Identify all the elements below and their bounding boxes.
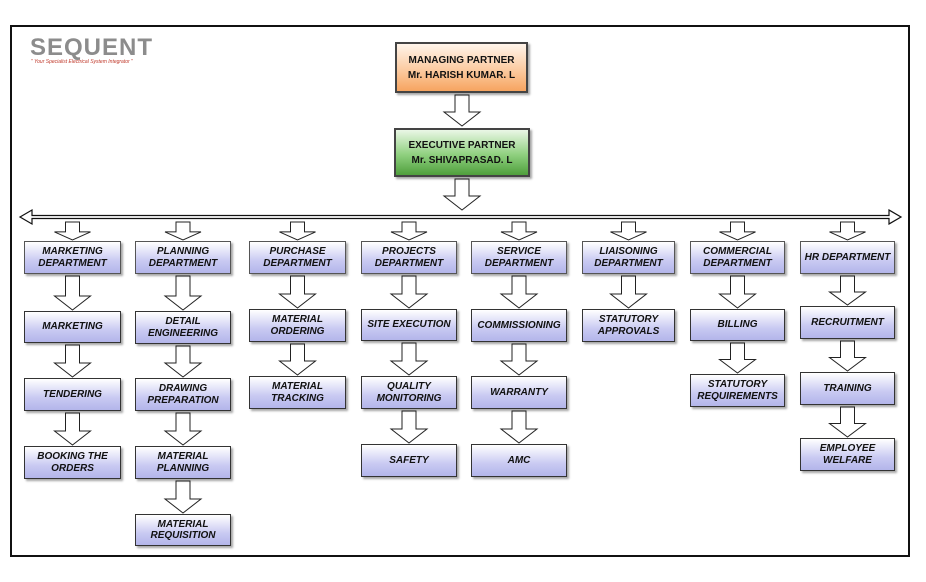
function-box: BILLING <box>690 309 785 341</box>
function-box: EMPLOYEE WELFARE <box>800 438 895 471</box>
department-box: PLANNING DEPARTMENT <box>135 241 231 274</box>
department-box: PURCHASE DEPARTMENT <box>249 241 346 274</box>
managing-partner-title: MANAGING PARTNER <box>408 54 515 66</box>
department-box: PROJECTS DEPARTMENT <box>361 241 457 274</box>
arrow-bar-to-dept-3 <box>390 221 428 241</box>
department-box: COMMERCIAL DEPARTMENT <box>690 241 785 274</box>
arrow-dept-4-item-2 <box>499 410 539 444</box>
function-box: SAFETY <box>361 444 457 477</box>
function-box: RECRUITMENT <box>800 306 895 339</box>
company-logo: SEQUENT <box>30 34 154 61</box>
arrow-dept-1-item-0 <box>163 275 203 311</box>
function-box: MATERIAL REQUISITION <box>135 514 231 546</box>
arrow-dept-4-item-1 <box>499 343 539 376</box>
arrow-bar-to-dept-4 <box>500 221 538 241</box>
department-box: LIAISONING DEPARTMENT <box>582 241 675 274</box>
arrow-dept-1-item-1 <box>163 345 203 378</box>
arrow-bar-to-dept-6 <box>719 221 756 241</box>
arrow-mp-to-ep <box>442 94 482 127</box>
arrow-dept-7-item-2 <box>828 406 867 438</box>
arrow-bar-to-dept-1 <box>164 221 202 241</box>
arrow-bar-to-dept-5 <box>610 221 647 241</box>
arrow-dept-7-item-1 <box>828 340 867 372</box>
function-box: MARKETING <box>24 311 121 343</box>
function-box: MATERIAL ORDERING <box>249 309 346 342</box>
arrow-dept-2-item-1 <box>278 343 317 376</box>
function-box: BOOKING THE ORDERS <box>24 446 121 479</box>
function-box: COMMISSIONING <box>471 309 567 342</box>
arrow-bar-to-dept-7 <box>829 221 866 241</box>
arrow-dept-0-item-1 <box>53 344 92 378</box>
function-box: QUALITY MONITORING <box>361 376 457 409</box>
diagram-frame <box>10 25 910 557</box>
managing-partner-name: Mr. HARISH KUMAR. L <box>407 69 516 81</box>
executive-partner-title: EXECUTIVE PARTNER <box>408 139 516 151</box>
department-box: HR DEPARTMENT <box>800 241 895 274</box>
function-box: WARRANTY <box>471 376 567 409</box>
arrow-dept-3-item-1 <box>389 342 429 376</box>
function-box: SITE EXECUTION <box>361 309 457 341</box>
arrow-dept-2-item-0 <box>278 275 317 309</box>
arrow-bar-to-dept-2 <box>279 221 316 241</box>
company-tagline: " Your Specialist Electrical System Inte… <box>31 59 133 65</box>
function-box: TRAINING <box>800 372 895 405</box>
arrow-dept-5-item-0 <box>609 275 648 309</box>
arrow-dept-1-item-3 <box>163 480 203 514</box>
function-box: DETAIL ENGINEERING <box>135 311 231 344</box>
arrow-dept-3-item-0 <box>389 275 429 309</box>
function-box: TENDERING <box>24 378 121 411</box>
arrow-dept-6-item-0 <box>718 275 757 309</box>
executive-partner-name: Mr. SHIVAPRASAD. L <box>411 154 513 166</box>
function-box: AMC <box>471 444 567 477</box>
function-box: STATUTORY REQUIREMENTS <box>690 374 785 407</box>
department-box: SERVICE DEPARTMENT <box>471 241 567 274</box>
function-box: DRAWING PREPARATION <box>135 378 231 411</box>
department-box: MARKETING DEPARTMENT <box>24 241 121 274</box>
arrow-ep-to-bar <box>442 178 482 211</box>
function-box: MATERIAL PLANNING <box>135 446 231 479</box>
executive-partner-box: EXECUTIVE PARTNER Mr. SHIVAPRASAD. L <box>394 128 530 177</box>
function-box: STATUTORY APPROVALS <box>582 309 675 342</box>
arrow-dept-1-item-2 <box>163 412 203 446</box>
arrow-dept-3-item-2 <box>389 410 429 444</box>
arrow-dept-6-item-1 <box>718 342 757 374</box>
horizontal-double-arrow <box>18 208 903 226</box>
arrow-bar-to-dept-0 <box>54 221 91 241</box>
arrow-dept-0-item-0 <box>53 275 92 311</box>
arrow-dept-4-item-0 <box>499 275 539 309</box>
arrow-dept-7-item-0 <box>827 275 868 306</box>
function-box: MATERIAL TRACKING <box>249 376 346 409</box>
managing-partner-box: MANAGING PARTNER Mr. HARISH KUMAR. L <box>395 42 528 93</box>
arrow-dept-0-item-2 <box>53 412 92 446</box>
